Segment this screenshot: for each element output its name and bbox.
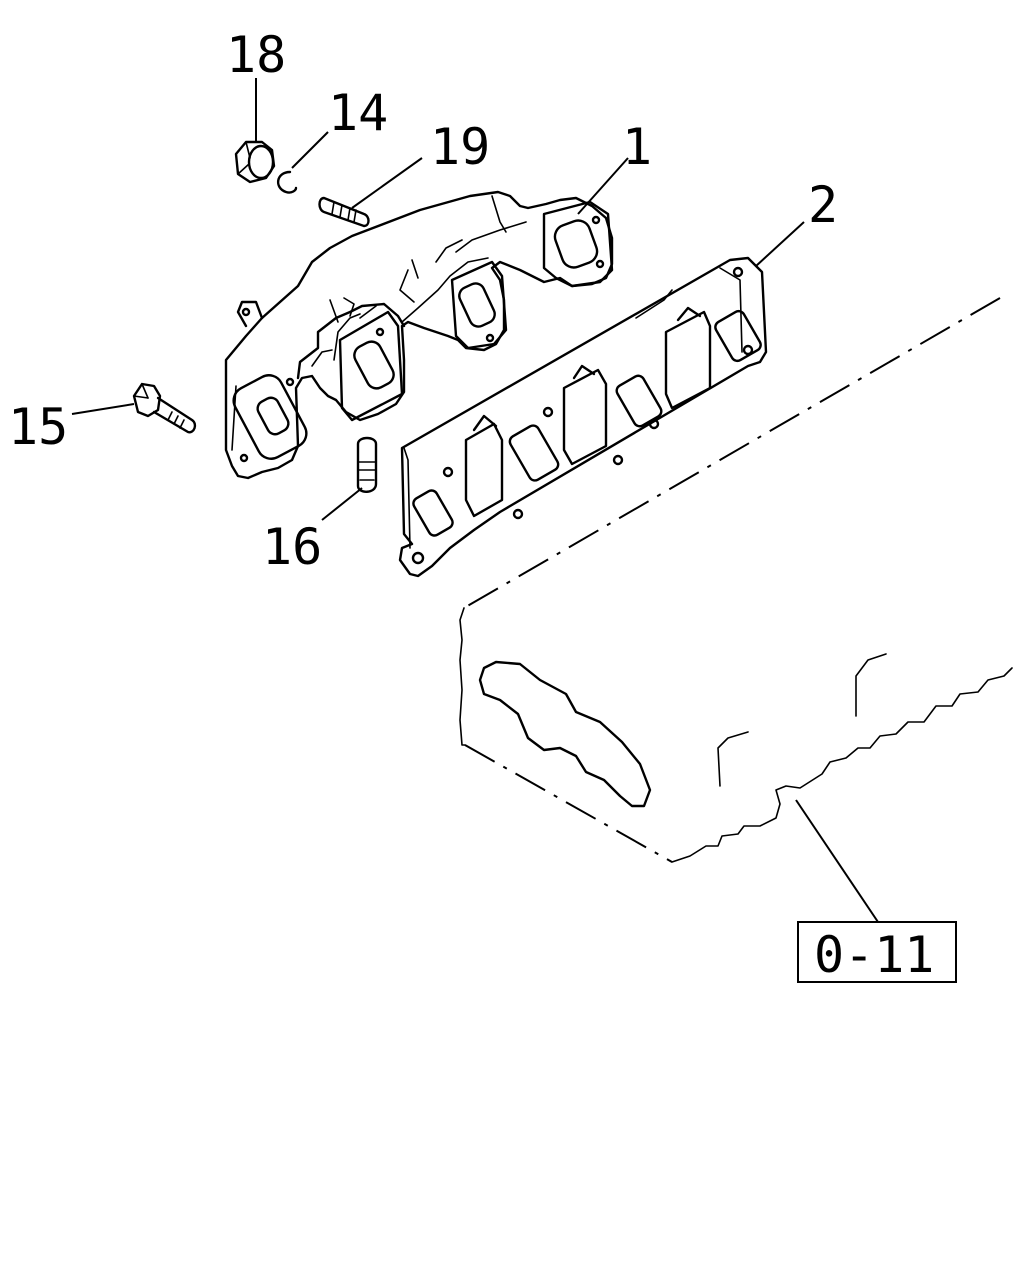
reference-box[interactable]: 0-11 <box>797 921 957 984</box>
stud-part-19 <box>318 196 370 228</box>
manifold-gasket <box>398 256 768 578</box>
bolt-part-15 <box>132 382 197 434</box>
callout-15: 15 <box>8 398 68 456</box>
callout-19: 19 <box>430 118 490 176</box>
dowel-part-16 <box>356 436 378 493</box>
callout-2: 2 <box>808 176 838 234</box>
callout-16: 16 <box>262 518 322 576</box>
callout-1: 1 <box>622 118 652 176</box>
callout-14: 14 <box>328 84 388 142</box>
cylinder-head <box>459 297 1013 863</box>
reference-label: 0-11 <box>814 926 934 984</box>
leader-lines <box>71 78 879 923</box>
clip-part-14 <box>277 170 298 194</box>
exhaust-manifold <box>224 190 614 480</box>
nut-part-18 <box>234 140 276 184</box>
callout-18: 18 <box>226 26 286 84</box>
callout-labels: 18 14 19 1 2 15 16 <box>8 26 838 576</box>
